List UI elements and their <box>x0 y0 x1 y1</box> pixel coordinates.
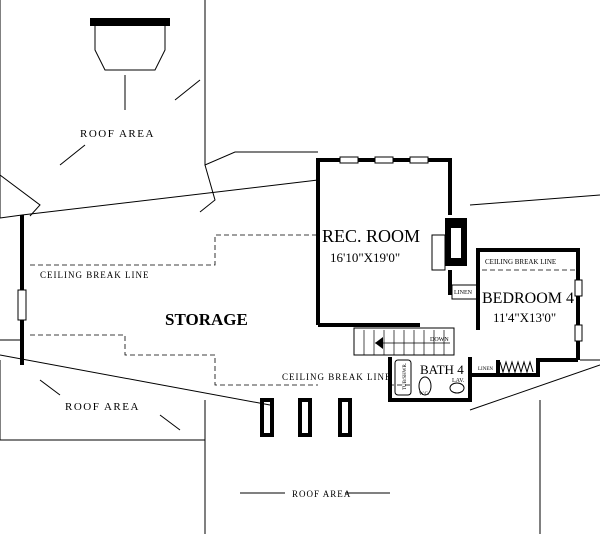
bedroom-walls <box>476 248 583 377</box>
bedroom-size: 11'4"X13'0" <box>493 310 556 325</box>
lav-label: LAV. <box>452 378 465 384</box>
linen-label-2: LINEN <box>478 367 493 372</box>
ceiling-break-line-bedroom: CEILING BREAK LINE <box>485 258 556 266</box>
rec-room-walls <box>316 156 467 327</box>
tub-label: TUB/SHWR. <box>403 363 408 390</box>
storage-outline <box>0 179 600 406</box>
ceiling-break-line-bottom: CEILING BREAK LINE <box>282 372 392 382</box>
roof-area-label-left: ROOF AREA <box>65 401 140 413</box>
down-label: DOWN <box>430 337 449 343</box>
ceiling-break-line-left: CEILING BREAK LINE <box>40 270 150 280</box>
roof-area-label-top: ROOF AREA <box>80 128 155 140</box>
roof-area-label-bottom: ROOF AREA <box>292 489 351 499</box>
storage-label: STORAGE <box>165 310 248 329</box>
rec-room-name: REC. ROOM <box>322 226 420 246</box>
linen-label-1: LINEN <box>454 290 473 296</box>
bedroom-name: BEDROOM 4 <box>482 290 574 307</box>
rec-room-size: 16'10"X19'0" <box>330 250 400 265</box>
bottom-roof-area <box>0 359 600 534</box>
top-roof-area <box>0 0 318 219</box>
wc-label: W.C. <box>419 392 429 397</box>
bath-walls <box>388 357 498 402</box>
bath-name: BATH 4 <box>420 362 464 377</box>
stairs <box>353 327 455 356</box>
